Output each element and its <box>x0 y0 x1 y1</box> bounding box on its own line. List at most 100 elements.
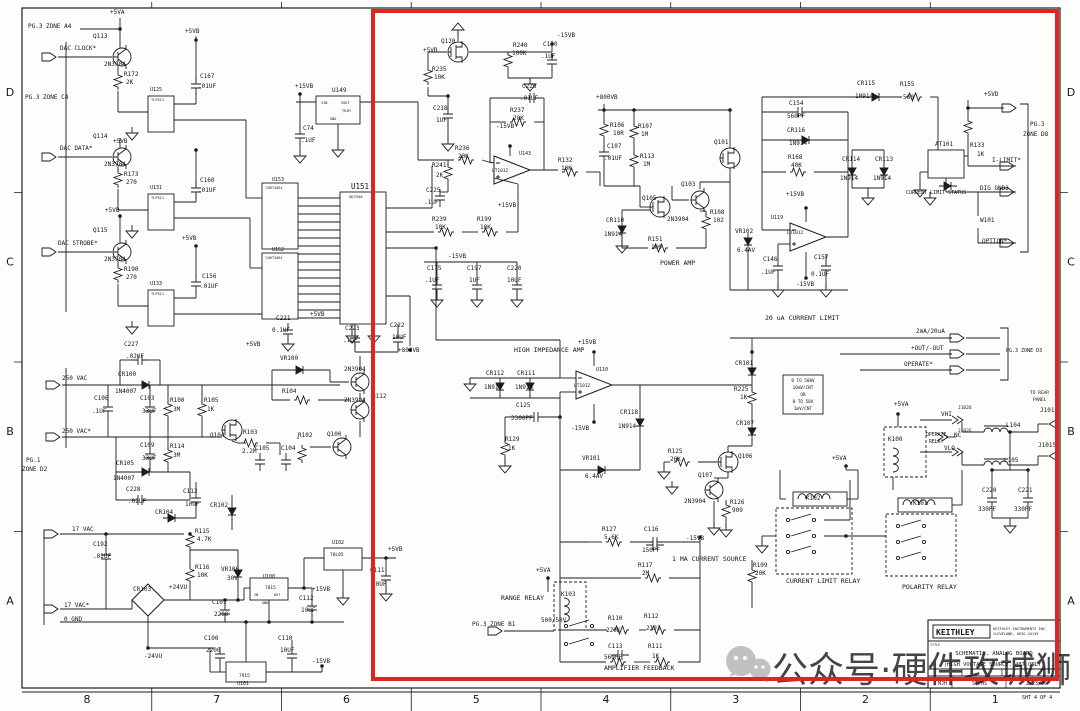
schematic-label: -15VB <box>686 535 704 542</box>
schematic-label: +5VA <box>894 401 909 408</box>
schematic-label: 10R <box>613 130 624 137</box>
schematic-label: Q112 <box>372 393 387 400</box>
schematic-label: .01UF <box>198 187 216 194</box>
schematic-label: C192 <box>93 541 108 548</box>
schematic-label: .01UF <box>520 95 538 102</box>
schematic-label: C221 <box>1018 487 1033 494</box>
schematic-label: 20K <box>458 153 469 160</box>
schematic-label: OUT <box>274 593 281 597</box>
schematic-label: R168 <box>788 154 803 161</box>
schematic-label: R110 <box>608 615 623 622</box>
schematic-label: .02UF <box>126 353 144 360</box>
schematic-label: 1M <box>643 161 651 168</box>
schematic-label: C112 <box>183 488 198 495</box>
schematic-label: Q115 <box>93 227 108 234</box>
schematic-label: C101 <box>212 599 227 606</box>
schematic-label: DIG GND3 <box>980 185 1009 192</box>
schematic-label: +5VA <box>536 567 551 574</box>
schematic-label: C109 <box>140 442 155 449</box>
schematic-label: 1 MA CURRENT SOURCE <box>672 555 746 563</box>
schematic-label: U101 <box>237 681 249 687</box>
schematic-label: 10UF <box>185 501 200 508</box>
schematic-label: VR100 <box>280 355 298 362</box>
schematic-label: R112 <box>644 613 659 620</box>
schematic-label: R155 <box>900 81 915 88</box>
schematic-label: 1UF <box>469 277 480 284</box>
schematic-label: 1K <box>508 445 516 452</box>
schematic-label: VHI <box>941 411 952 418</box>
zone-number: 1 <box>992 693 999 706</box>
zone-number: 7 <box>213 693 220 706</box>
zone-letter-left: D <box>6 86 14 99</box>
zone-number: 8 <box>84 693 91 706</box>
schematic-label: C74 <box>303 125 314 132</box>
schematic-label: 330PF <box>978 506 996 513</box>
title-label: TITLE <box>930 643 940 647</box>
schematic-label: 2M <box>642 570 650 577</box>
schematic-label: NC <box>954 432 962 439</box>
schematic-label: 20K <box>755 570 766 577</box>
schematic-label: 20 uA CURRENT LIMIT <box>765 314 839 322</box>
watermark: 公众号·硬件攻城狮 <box>726 646 1071 691</box>
zone-number: 5 <box>473 693 480 706</box>
schematic-label: J1026 <box>958 428 972 434</box>
schematic-label: L104 <box>1006 422 1021 429</box>
schematic-label: CR114 <box>842 156 860 163</box>
schematic-label: VR106 <box>221 566 239 573</box>
schematic-label: CR100 <box>118 371 136 378</box>
schematic-label: K101 <box>913 500 928 507</box>
schematic-label: 10mV/CNT <box>793 385 814 391</box>
schematic-label: C110 <box>278 635 293 642</box>
schematic-label: CR107 <box>736 420 754 427</box>
schematic-label: 1K <box>652 653 660 660</box>
schematic-label: C111 <box>370 567 385 574</box>
approved-by: ST/MS <box>972 681 987 687</box>
schematic-label: 2200 <box>214 611 229 618</box>
schematic-label: TLP521 <box>151 292 164 296</box>
schematic-label: C220 <box>507 265 522 272</box>
schematic-label: U125 <box>150 87 162 93</box>
schematic-label: VLO <box>944 445 955 452</box>
schematic-label: C112 <box>299 595 314 602</box>
schematic-label: +15VB <box>498 202 516 209</box>
schematic-label: 1mV/CNT <box>794 406 813 412</box>
schematic-label: C125 <box>516 402 531 409</box>
schematic-label: CR101 <box>735 360 753 367</box>
schematic-label: C160 <box>200 177 215 184</box>
schematic-label: +15VB <box>312 586 330 593</box>
schematic-label: 1M <box>641 131 649 138</box>
schematic-label: PG.3 ZONE C4 <box>25 94 69 101</box>
schematic-label: R115 <box>195 528 210 535</box>
schematic-label: -15VB <box>448 253 466 260</box>
schematic-label: 33UF <box>142 455 157 462</box>
schematic-label: AMPLIFIER FEEDBACK <box>604 664 675 672</box>
schematic-label: Q103 <box>681 181 696 188</box>
schematic-label: .02UF <box>128 498 146 505</box>
schematic-label: 560PF <box>604 654 622 661</box>
schematic-label: 10K <box>561 165 572 172</box>
schematic-label: C170 <box>543 41 558 48</box>
zone-letter-right: B <box>1067 425 1075 438</box>
schematic-label: TLP521 <box>151 196 164 200</box>
drawing-title-line2: (HIGH VOLTAGE SOURCE. 487 ONLY) <box>944 662 1045 668</box>
schematic-label: CURRENT LIMIT STATUS <box>906 190 966 196</box>
schematic-label: 270 <box>126 179 137 186</box>
schematic-label: K103 <box>561 591 576 598</box>
schematic-label: 74HCT4094 <box>265 256 282 260</box>
schematic-label: DAC DATA* <box>60 145 93 152</box>
schematic-label: R109 <box>753 562 768 569</box>
schematic-label: CR104 <box>155 509 173 516</box>
zone-number: 2 <box>862 693 869 706</box>
schematic-label: OR <box>800 392 806 398</box>
schematic-label: CR102 <box>210 502 228 509</box>
schematic-label: C107 <box>607 143 622 150</box>
schematic-label: +5VB <box>113 138 128 145</box>
schematic-label: 330PF <box>1014 506 1032 513</box>
schematic-label: C222 <box>390 322 405 329</box>
schematic-label: GND <box>262 601 268 605</box>
schematic-label: 2N3904 <box>104 256 126 263</box>
schematic-label: 100 <box>651 244 662 251</box>
